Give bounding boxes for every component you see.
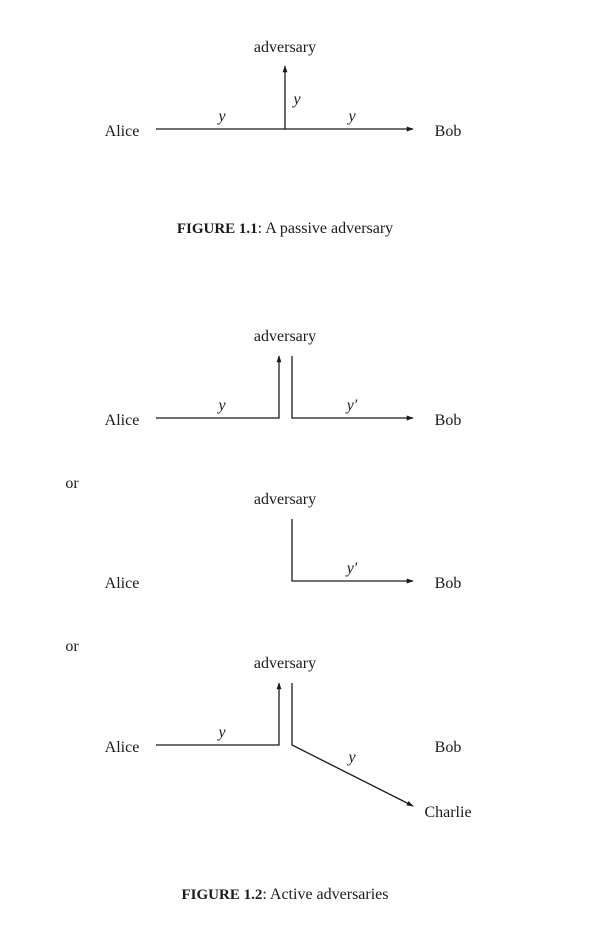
fig2-caption-label: FIGURE 1.2 — [181, 887, 262, 903]
fig2-s3-alice-label: Alice — [105, 739, 140, 756]
fig2-s2-alice-label: Alice — [105, 575, 140, 592]
fig2-s3-redirect-arrow — [291, 683, 414, 807]
fig2-caption-text: : Active adversaries — [262, 886, 388, 903]
fig2-s2-message-y-prime: y′ — [345, 560, 358, 577]
figure-1-1-passive-adversary: adversary Alice Bob y y y FIGURE 1.1: A … — [105, 39, 462, 237]
fig2-s1-message-y: y — [216, 397, 226, 414]
fig2-scenario-inject: adversary Alice Bob y′ — [105, 491, 462, 592]
fig2-s3-bob-label: Bob — [435, 739, 462, 756]
fig2-s3-adversary-label: adversary — [254, 655, 316, 672]
fig2-s1-bob-label: Bob — [435, 412, 462, 429]
fig2-or-2: or — [65, 638, 79, 655]
fig1-caption-label: FIGURE 1.1 — [177, 221, 258, 237]
fig1-alice-label: Alice — [105, 123, 140, 140]
fig2-scenario-modify: adversary Alice Bob y y′ — [105, 328, 462, 429]
figure-1-2-active-adversaries: adversary Alice Bob y y′ or adversary Al… — [65, 328, 471, 903]
fig2-s2-bob-label: Bob — [435, 575, 462, 592]
fig2-s3-message-y-in: y — [216, 724, 226, 741]
fig2-s3-intercept-arrow — [156, 682, 282, 746]
fig1-message-y-up: y — [291, 91, 301, 108]
fig1-caption: FIGURE 1.1: A passive adversary — [177, 220, 393, 237]
fig2-s1-alice-label: Alice — [105, 412, 140, 429]
fig2-s2-adversary-label: adversary — [254, 491, 316, 508]
fig1-bob-label: Bob — [435, 123, 462, 140]
fig2-s3-charlie-label: Charlie — [424, 804, 471, 821]
fig1-adversary-label: adversary — [254, 39, 316, 56]
fig2-s1-message-y-prime: y′ — [345, 397, 358, 414]
fig2-s1-intercept-arrow — [156, 355, 282, 419]
fig2-or-1: or — [65, 475, 79, 492]
fig2-caption: FIGURE 1.2: Active adversaries — [181, 886, 388, 903]
fig2-scenario-redirect: adversary Alice Bob Charlie y y — [105, 655, 472, 821]
fig1-message-y-right: y — [346, 108, 356, 125]
fig2-s2-inject-arrow — [291, 519, 414, 584]
fig1-caption-text: : A passive adversary — [258, 220, 394, 237]
fig2-s3-message-y-out: y — [346, 749, 356, 766]
fig1-message-y-left: y — [216, 108, 226, 125]
fig2-s1-forward-arrow — [291, 356, 414, 421]
fig2-s1-adversary-label: adversary — [254, 328, 316, 345]
